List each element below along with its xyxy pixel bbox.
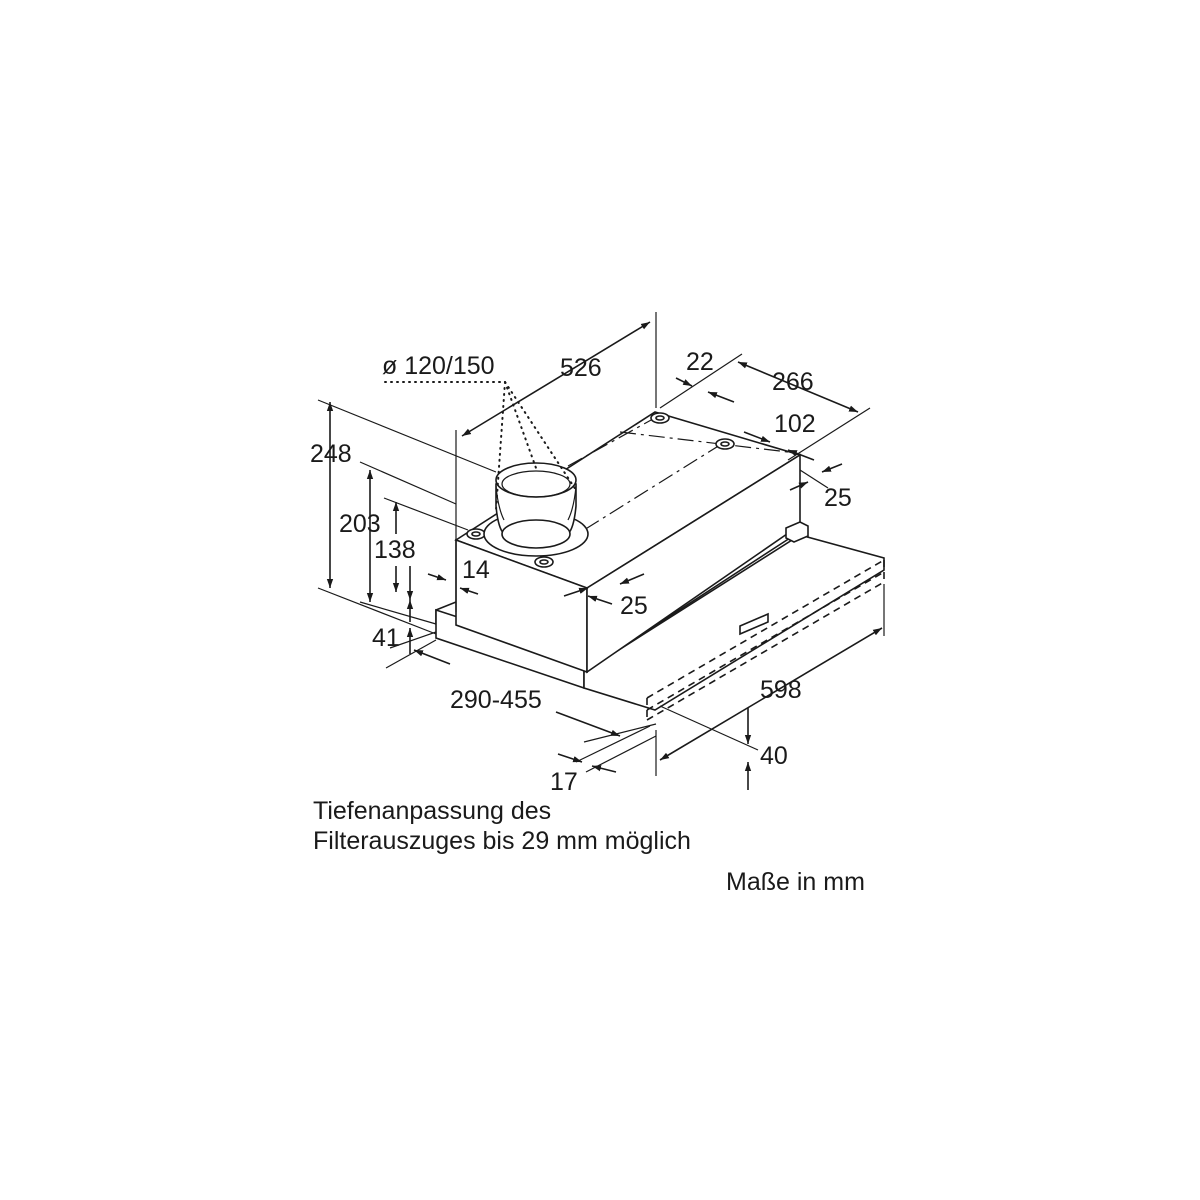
dimension-labels: ø 120/150 526 248 203 138 14 25 41 290-4… xyxy=(310,348,852,796)
dim-102: 102 xyxy=(774,410,816,438)
dim-203: 203 xyxy=(339,510,381,538)
dim-41: 41 xyxy=(372,624,400,652)
dim-duct-diameter: ø 120/150 xyxy=(382,352,495,380)
dim-14: 14 xyxy=(462,556,490,584)
dim-598: 598 xyxy=(760,676,802,704)
dimension-lines xyxy=(317,312,885,790)
mounting-holes xyxy=(466,412,735,568)
dim-290-455: 290-455 xyxy=(450,686,542,714)
dim-22: 22 xyxy=(686,348,714,376)
duct-collar xyxy=(483,462,589,557)
dim-25-front: 25 xyxy=(620,592,648,620)
note-line-2: Filterauszuges bis 29 mm möglich xyxy=(313,827,691,855)
dim-17: 17 xyxy=(550,768,578,796)
dim-526: 526 xyxy=(560,354,602,382)
dim-138: 138 xyxy=(374,536,416,564)
dim-25-right: 25 xyxy=(824,484,852,512)
note-line-1: Tiefenanpassung des xyxy=(313,797,552,825)
dim-40: 40 xyxy=(760,742,788,770)
right-bracket xyxy=(785,521,809,543)
dim-266: 266 xyxy=(772,368,814,396)
hood-body xyxy=(435,411,885,711)
units-note: Maße in mm xyxy=(726,868,865,896)
dim-248: 248 xyxy=(310,440,352,468)
